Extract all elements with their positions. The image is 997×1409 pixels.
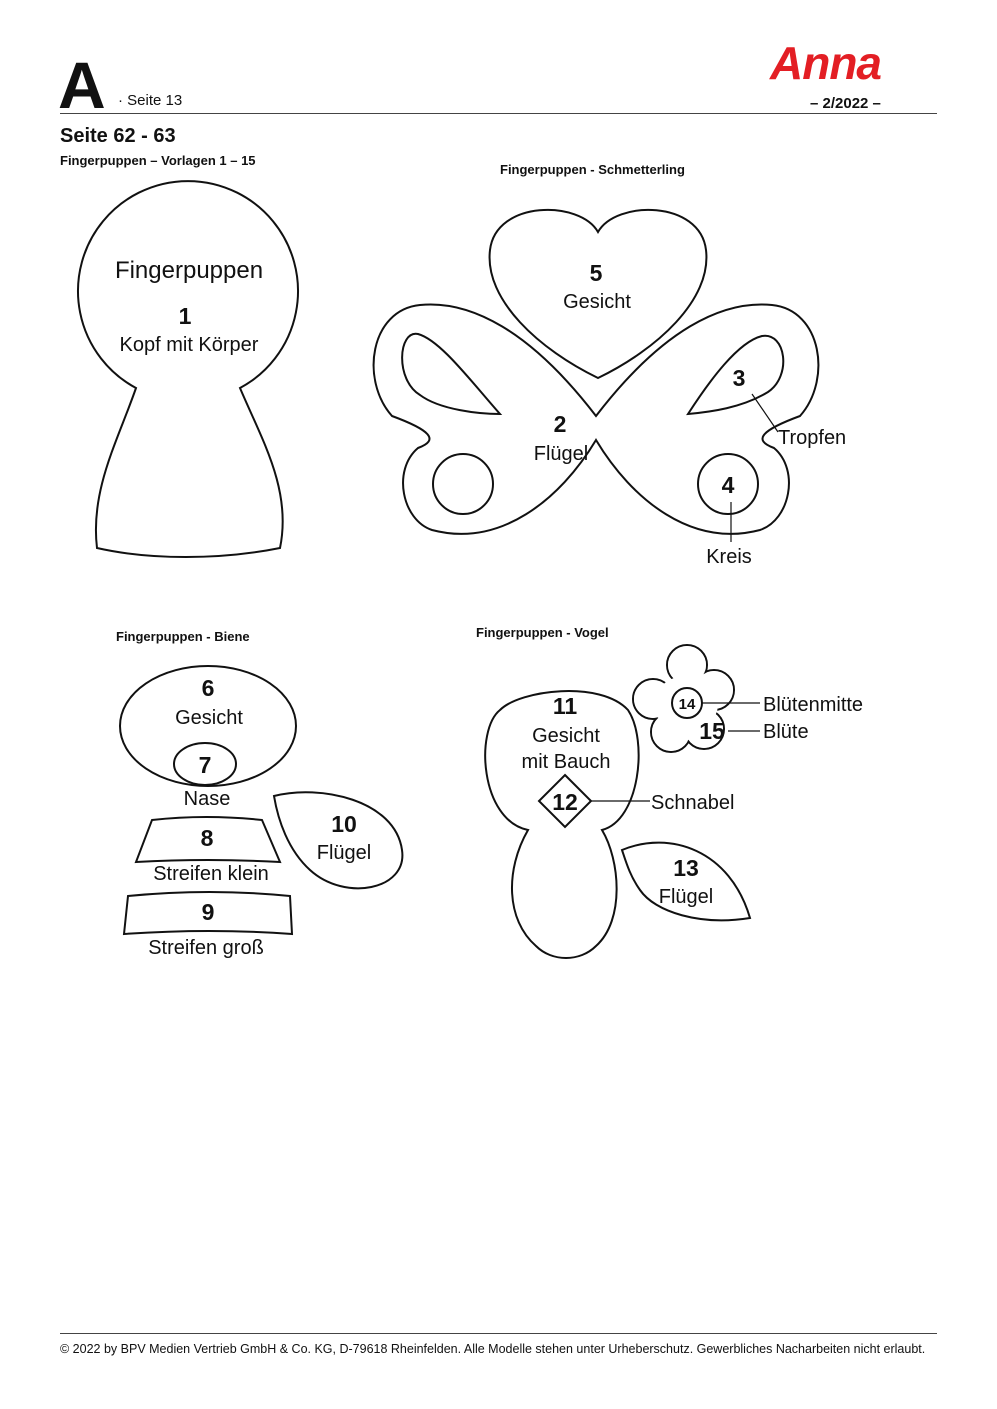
issue-number: – 2/2022 – — [810, 95, 881, 112]
template-11-number: 11 — [553, 693, 578, 719]
template-8-label: Streifen klein — [153, 863, 269, 885]
template-9-label: Streifen groß — [148, 937, 264, 959]
template-10-bee-wing — [272, 791, 404, 890]
group-title-biene: Fingerpuppen - Biene — [116, 629, 250, 644]
template-11-label-line1: Gesicht — [532, 725, 600, 747]
template-11-bird-body — [484, 690, 640, 959]
template-9-number: 9 — [202, 899, 215, 925]
template-1-heading: Fingerpuppen — [115, 257, 263, 284]
section-subtitle: Fingerpuppen – Vorlagen 1 – 15 — [60, 153, 256, 168]
template-4-number: 4 — [722, 472, 735, 498]
template-4-circle-left — [432, 453, 494, 515]
template-7-nose — [173, 742, 237, 786]
template-4-circle-right — [697, 453, 759, 515]
template-13-number: 13 — [673, 855, 699, 881]
magazine-letter-logo: A — [58, 48, 106, 122]
template-8-small-strip — [134, 816, 282, 864]
template-15-label: Blüte — [763, 721, 809, 743]
template-7-label: Nase — [184, 788, 231, 810]
header-divider — [60, 113, 937, 114]
footer-divider — [60, 1333, 937, 1334]
template-13-bird-wing — [620, 841, 752, 922]
template-9-large-strip — [122, 891, 294, 936]
template-5-number: 5 — [590, 260, 603, 286]
template-10-label: Flügel — [317, 842, 371, 864]
template-6-label: Gesicht — [175, 707, 243, 729]
template-12-number: 12 — [552, 789, 578, 815]
template-1-head-body — [77, 180, 299, 558]
template-3-label: Tropfen — [778, 427, 846, 449]
template-15-flower — [632, 644, 735, 753]
template-7-number: 7 — [199, 752, 212, 778]
template-13-label: Flügel — [659, 886, 713, 908]
template-12-beak — [537, 773, 593, 829]
template-5-label: Gesicht — [563, 291, 631, 313]
template-5-heart — [488, 208, 708, 380]
template-3-teardrop-right — [686, 334, 785, 416]
template-10-number: 10 — [331, 811, 357, 837]
template-6-number: 6 — [202, 675, 215, 701]
template-3-leader — [751, 393, 779, 433]
template-14-number: 14 — [679, 696, 696, 713]
template-8-number: 8 — [201, 825, 214, 851]
template-11-label-line2: mit Bauch — [522, 751, 611, 773]
template-6-bee-face — [119, 665, 297, 787]
template-2-number: 2 — [554, 411, 567, 437]
template-1-label: Kopf mit Körper — [120, 334, 259, 356]
page-number: · Seite 13 — [118, 92, 183, 109]
template-3-teardrop-left — [401, 332, 503, 416]
template-3-number: 3 — [733, 365, 746, 391]
template-2-label: Flügel — [534, 443, 588, 465]
template-15-number: 15 — [699, 718, 725, 744]
group-title-vogel: Fingerpuppen - Vogel — [476, 625, 609, 640]
template-14-label: Blütenmitte — [763, 694, 863, 716]
template-1-number: 1 — [179, 303, 192, 329]
anna-logo: Anna — [770, 37, 882, 89]
template-2-wings — [372, 303, 820, 535]
copyright-notice: © 2022 by BPV Medien Vertrieb GmbH & Co.… — [60, 1342, 926, 1356]
template-12-label: Schnabel — [651, 792, 734, 814]
section-title: Seite 62 - 63 — [60, 125, 176, 147]
group-title-schmetterling: Fingerpuppen - Schmetterling — [500, 162, 685, 177]
template-4-label: Kreis — [706, 546, 752, 568]
